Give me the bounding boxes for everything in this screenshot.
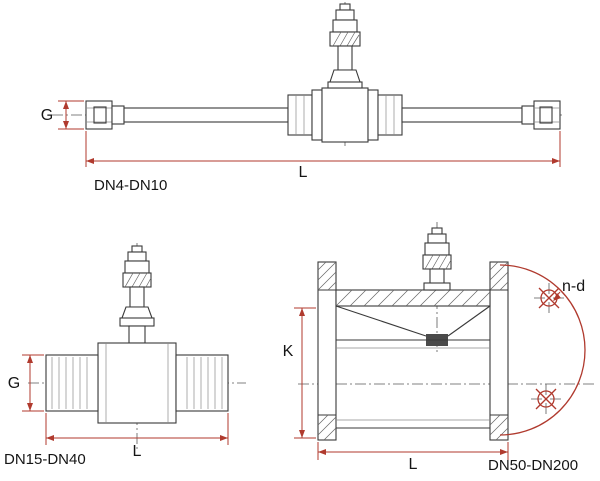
view-dn15-dn40: G L DN15-DN40 xyxy=(4,243,246,468)
caption-dn50-dn200: DN50-DN200 xyxy=(488,457,578,474)
dimension-l-top: L xyxy=(85,131,561,181)
dimension-g-bottom-left: G xyxy=(8,354,44,412)
caption-dn15-dn40: DN15-DN40 xyxy=(4,451,86,468)
left-threaded-end xyxy=(45,354,99,412)
bolt-circle-arc xyxy=(499,264,586,436)
dimension-l-bottom-left: L xyxy=(45,413,229,460)
bolt-holes-callout: n-d xyxy=(553,278,585,301)
dim-label-k: K xyxy=(283,343,294,360)
dim-label-n-d: n-d xyxy=(562,278,585,295)
sensor-transmitter xyxy=(327,3,363,89)
left-flange xyxy=(317,261,337,441)
inlet-pipe xyxy=(123,107,289,123)
left-fitting xyxy=(85,100,125,130)
dim-label-l-top: L xyxy=(299,164,308,181)
sensor-transmitter xyxy=(422,227,452,291)
right-flange xyxy=(489,261,509,441)
caption-dn4-dn10: DN4-DN10 xyxy=(94,177,167,194)
bolt-hole-bottom xyxy=(531,384,561,414)
dim-label-g-top: G xyxy=(41,107,53,124)
dimension-l-bottom-right: L xyxy=(317,442,509,473)
dim-label-l-bottom-left: L xyxy=(133,443,142,460)
sensor-transmitter xyxy=(119,245,155,344)
meter-body xyxy=(97,342,177,424)
internal-turbine-section xyxy=(335,305,491,429)
outlet-pipe xyxy=(401,107,523,123)
dimension-k: K xyxy=(283,307,316,439)
right-threaded-end xyxy=(175,354,229,412)
top-plate-section xyxy=(335,289,491,307)
right-fitting xyxy=(521,100,561,130)
dim-label-g-bottom-left: G xyxy=(8,375,20,392)
view-dn50-dn200: n-d K L DN50-DN200 xyxy=(283,222,596,474)
dim-label-l-bottom-right: L xyxy=(409,456,418,473)
view-dn4-dn10: G L DN4-DN10 xyxy=(41,2,562,194)
meter-body xyxy=(287,87,403,143)
dimension-g-top: G xyxy=(41,100,84,130)
